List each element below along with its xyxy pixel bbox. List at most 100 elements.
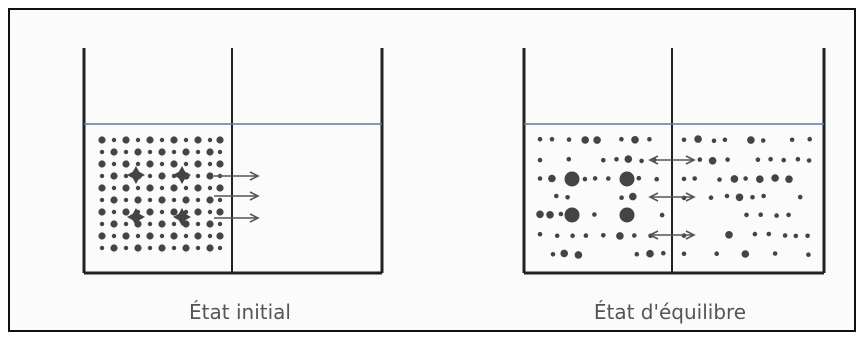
solute-particle — [743, 176, 748, 181]
solute-particle — [206, 196, 214, 204]
solute-particle — [566, 137, 572, 142]
solute-particle — [681, 251, 687, 257]
solute-particle — [750, 194, 755, 200]
solute-particle — [752, 231, 758, 237]
solute-particle — [195, 149, 201, 155]
solute-particle — [766, 231, 772, 237]
solute-particle — [159, 161, 165, 167]
equilibrium-state-label: État d'équilibre — [593, 300, 747, 324]
solute-particle — [805, 233, 810, 239]
solute-particle — [806, 252, 811, 257]
arrow-head — [249, 171, 260, 181]
solute-particle — [774, 213, 779, 218]
solute-crystal — [127, 208, 145, 226]
solute-particle — [195, 197, 201, 203]
solute-particle — [631, 136, 639, 144]
initial-state-label: État initial — [189, 300, 291, 324]
solute-particle — [110, 172, 118, 180]
solute-particle — [158, 148, 166, 156]
solute-particle — [99, 245, 105, 251]
solute-particle — [217, 245, 223, 251]
solute-particle — [183, 161, 189, 167]
solute-particle — [217, 221, 223, 227]
solute-particle — [558, 211, 564, 217]
solute-particle — [171, 149, 177, 155]
solute-particle — [725, 231, 733, 239]
solute-particle — [159, 185, 165, 191]
solute-particle — [216, 160, 224, 168]
arrow-head — [648, 155, 659, 165]
solute-particle — [146, 184, 154, 192]
solute-particle — [744, 212, 749, 218]
solute-particle — [654, 176, 659, 182]
solute-particle — [135, 233, 141, 239]
solute-particle — [217, 197, 223, 203]
solute-particle — [659, 212, 665, 218]
solute-particle — [549, 136, 555, 142]
solute-particle — [646, 249, 654, 258]
solute-particle — [639, 158, 644, 164]
solute-particle — [554, 193, 559, 199]
solute-particle — [99, 173, 105, 179]
large-solute-particle — [619, 207, 635, 223]
solute-particle — [619, 136, 624, 142]
solute-particle — [581, 136, 589, 144]
solute-particle — [183, 137, 189, 143]
solute-particle — [697, 157, 703, 162]
solute-particle — [98, 136, 106, 144]
solute-particle — [708, 195, 714, 200]
solute-particle — [537, 231, 543, 237]
solute-particle — [624, 155, 633, 163]
solute-particle — [724, 193, 730, 199]
solute-particle — [582, 176, 588, 182]
solute-particle — [194, 232, 202, 240]
solute-particle — [158, 244, 166, 252]
solute-particle — [717, 177, 722, 182]
solute-particle — [795, 156, 801, 162]
solute-particle — [592, 212, 597, 217]
solute-particle — [146, 208, 154, 216]
solute-particle — [565, 195, 570, 200]
solute-particle — [583, 233, 589, 238]
solute-particle — [768, 156, 773, 162]
arrow-head — [648, 230, 659, 240]
solute-particle — [606, 176, 611, 181]
solute-particle — [183, 233, 189, 239]
solute-particle — [772, 251, 778, 256]
solute-particle — [182, 220, 190, 228]
solute-particle — [537, 136, 543, 142]
solute-particle — [681, 137, 687, 143]
solute-particle — [182, 244, 190, 252]
solute-particle — [807, 136, 812, 142]
solute-particle — [98, 208, 106, 216]
solute-particle — [761, 193, 766, 199]
solute-particle — [536, 210, 544, 219]
solute-particle — [122, 136, 130, 144]
solute-particle — [806, 158, 812, 163]
solute-crystal — [173, 166, 191, 184]
arrow-head — [648, 192, 659, 202]
solute-particle — [694, 135, 702, 143]
large-solute-particle — [564, 207, 580, 223]
solute-particle — [601, 157, 606, 163]
solute-particle — [194, 160, 202, 168]
solute-particle — [647, 137, 652, 142]
solute-particle — [574, 251, 583, 259]
solute-particle — [714, 251, 719, 256]
solute-particle — [692, 176, 697, 181]
solute-particle — [146, 160, 154, 168]
solute-crystal — [173, 208, 191, 226]
solute-particle — [786, 212, 791, 218]
solute-particle — [123, 245, 129, 251]
solute-particle — [111, 161, 117, 167]
solute-particle — [636, 175, 642, 181]
solute-particle — [159, 137, 165, 143]
solute-particle — [123, 149, 129, 155]
solute-particle — [122, 184, 130, 192]
solute-particle — [634, 251, 640, 257]
solute-particle — [616, 232, 624, 240]
solute-particle — [708, 157, 717, 165]
solute-particle — [170, 184, 178, 192]
solute-particle — [758, 212, 763, 217]
